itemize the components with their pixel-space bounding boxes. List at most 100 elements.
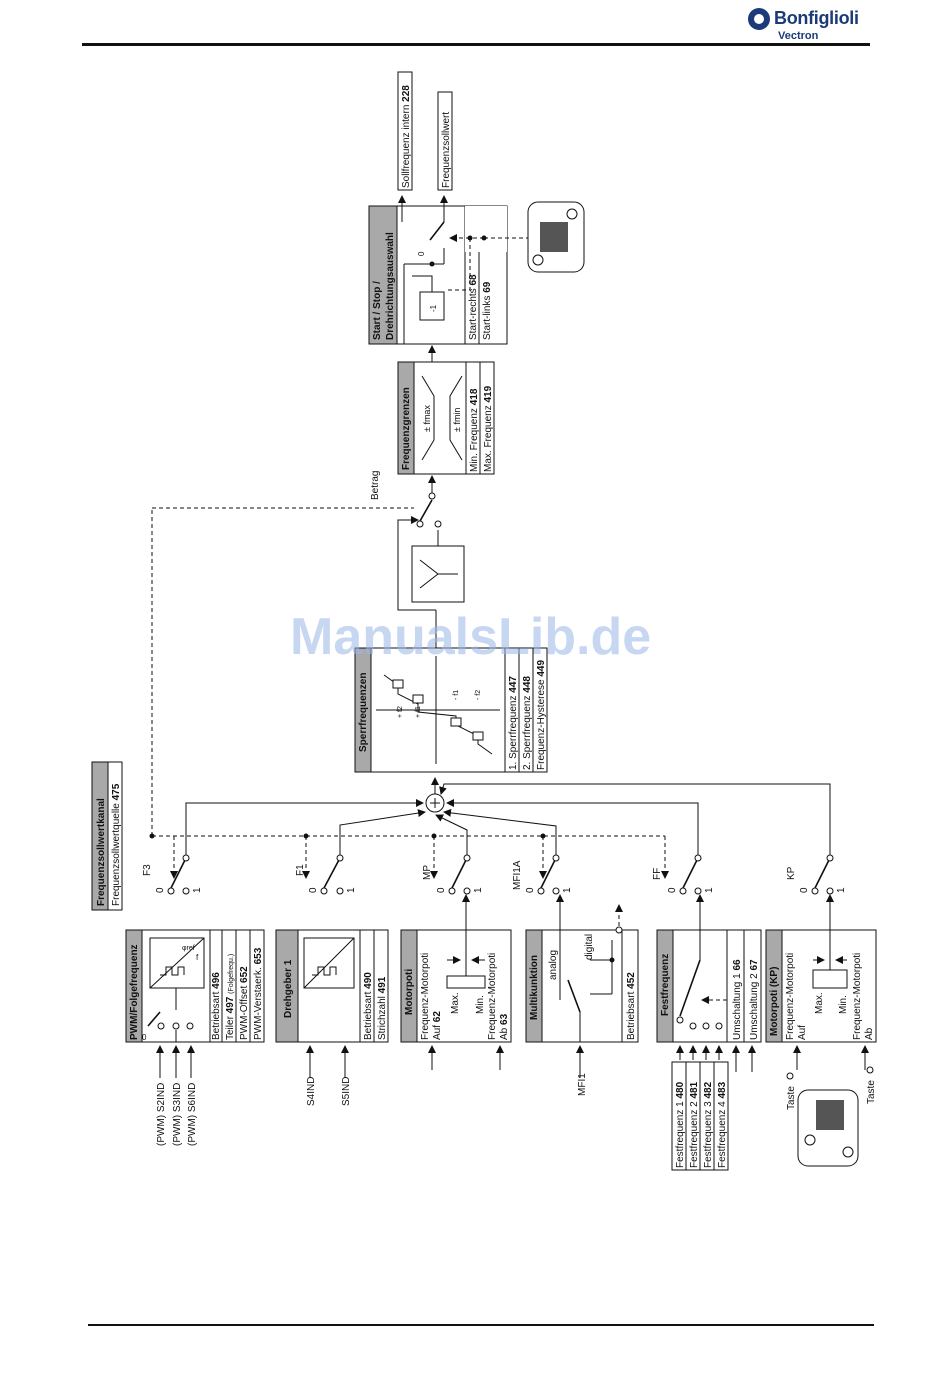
svg-text:Umschaltung 2 67: Umschaltung 2 67	[749, 959, 760, 1040]
svg-text:Max. Frequenz 419: Max. Frequenz 419	[483, 385, 494, 472]
startstop-title-2: Drehrichtungsauswahl	[385, 232, 396, 340]
output-box-2	[437, 91, 453, 191]
svg-text:Sollfrequenz intern 228: Sollfrequenz intern 228	[401, 85, 412, 188]
svg-text:Frequenz-Hysterese 449: Frequenz-Hysterese 449	[536, 660, 547, 770]
svg-text:Frequenz-Motorpoti: Frequenz-Motorpoti	[852, 953, 863, 1040]
svg-text:Frequenz-Motorpoti: Frequenz-Motorpoti	[487, 953, 498, 1040]
motorpoti-title: Motorpoti	[404, 969, 415, 1015]
svg-text:KP: KP	[786, 866, 797, 880]
svg-text:Betriebsart 490: Betriebsart 490	[363, 972, 374, 1040]
output-box-1	[397, 71, 413, 191]
svg-text:Min. Frequenz 418: Min. Frequenz 418	[469, 388, 480, 472]
encoder-input-1: S4IND	[306, 1077, 317, 1106]
svg-text:Frequenzsollwertquelle 475: Frequenzsollwertquelle 475	[111, 783, 122, 906]
svg-text:- f2: - f2	[475, 690, 482, 700]
kp-title: Motorpoti (KP)	[769, 967, 780, 1036]
limits-title: Frequenzgrenzen	[401, 387, 412, 470]
pwm-input-2: (PWM) S3IND	[172, 1083, 183, 1146]
logo-mark-icon	[748, 8, 770, 30]
svg-text:Max.: Max.	[814, 992, 825, 1014]
svg-text:F1: F1	[295, 864, 306, 876]
svg-text:Strichzahl 491: Strichzahl 491	[377, 976, 388, 1040]
logo-sub: Vectron	[778, 30, 819, 42]
svg-text:± fmax: ± fmax	[422, 405, 432, 432]
svg-text:PWM-Verstaerk. 653: PWM-Verstaerk. 653	[253, 947, 264, 1040]
svg-text:± fmin: ± fmin	[452, 408, 462, 432]
svg-text:Festfrequenz 4 483: Festfrequenz 4 483	[717, 1081, 728, 1168]
svg-text:-1: -1	[429, 304, 438, 312]
svg-text:Festfrequenz 1 480: Festfrequenz 1 480	[675, 1081, 686, 1168]
channel-title-block: Frequenzsollwertkanal Frequenzsollwertqu…	[91, 761, 123, 911]
limits-curve-icon: ± fmax ± fmin	[421, 375, 463, 461]
encoder-title: Drehgeber 1	[283, 959, 294, 1018]
encoder-input-2: S5IND	[341, 1077, 352, 1106]
svg-text:Umschaltung 1 66: Umschaltung 1 66	[732, 959, 743, 1040]
svg-text:1. Sperrfrequenz 447: 1. Sperrfrequenz 447	[508, 676, 519, 770]
pwm-input-3: (PWM) S6IND	[187, 1083, 198, 1146]
startstop-logic-icon: -1 0	[398, 195, 530, 344]
pwm-params: Betriebsart 496 Teiler 497 (Folgefrequ.)…	[211, 947, 264, 1040]
svg-text:0: 0	[525, 887, 536, 893]
svg-text:Min.: Min.	[475, 995, 486, 1014]
svg-text:Max.: Max.	[450, 992, 461, 1014]
svg-text:Festfrequenz 2 481: Festfrequenz 2 481	[689, 1081, 700, 1168]
kp-key-up: Taste	[786, 1086, 797, 1110]
svg-text:Frequenz-Motorpoti: Frequenz-Motorpoti	[420, 953, 431, 1040]
svg-text:Frequenzsollwert: Frequenzsollwert	[441, 112, 452, 188]
svg-text:+ f2: + f2	[397, 706, 404, 718]
svg-text:1: 1	[704, 887, 715, 893]
svg-text:Auf 62: Auf 62	[432, 1011, 443, 1040]
svg-text:1: 1	[562, 887, 573, 893]
svg-text:1: 1	[473, 887, 484, 893]
startstop-title-1: Start / Stop /	[372, 281, 383, 340]
svg-text:Min.: Min.	[838, 995, 849, 1014]
svg-text:Frequenz-Motorpoti: Frequenz-Motorpoti	[785, 953, 796, 1040]
svg-text:- f1: - f1	[453, 690, 460, 700]
svg-text:2. Sperrfrequenz 448: 2. Sperrfrequenz 448	[522, 676, 533, 770]
pwm-title: PWM/Folgefrequenz	[129, 944, 140, 1040]
svg-text:FF: FF	[652, 868, 663, 880]
svg-text:digital: digital	[584, 934, 595, 960]
svg-text:Ab 63: Ab 63	[499, 1013, 510, 1040]
svg-text:1: 1	[346, 887, 357, 893]
keypad-icon	[797, 1089, 859, 1167]
svg-text:0: 0	[417, 251, 426, 256]
pwm-input-1: (PWM) S2IND	[156, 1083, 167, 1146]
header-rule	[82, 43, 870, 46]
bonfiglioli-logo: Bonfiglioli Vectron	[748, 8, 873, 42]
betrag-label: Betrag	[370, 471, 381, 500]
svg-text:Betriebsart 452: Betriebsart 452	[626, 972, 637, 1040]
svg-text:+ f1: + f1	[415, 706, 422, 718]
multi-input: MFI1	[577, 1073, 588, 1096]
switch-row: F3 0 1 F1 0 1 MP 0 1 MFI1A 0 1 FF	[142, 854, 847, 895]
svg-text:1: 1	[192, 887, 203, 893]
svg-text:0: 0	[667, 887, 678, 893]
footer-rule	[88, 1324, 874, 1326]
kp-key-down: Taste	[866, 1080, 877, 1104]
channel-param: Frequenzsollwertquelle	[111, 803, 122, 906]
watermark: ManualsLib.de	[290, 608, 651, 666]
channel-title: Frequenzsollwertkanal	[96, 798, 107, 906]
channel-num: 475	[111, 783, 122, 800]
svg-text:Festfrequenz 3 482: Festfrequenz 3 482	[703, 1081, 714, 1168]
svg-text:f: f	[196, 953, 199, 962]
svg-text:Ab: Ab	[864, 1027, 875, 1040]
svg-text:Start-rechts 68: Start-rechts 68	[468, 274, 479, 340]
skip-title: Sperrfrequenzen	[358, 673, 369, 752]
svg-text:0: 0	[799, 887, 810, 893]
svg-text:Start-links 69: Start-links 69	[482, 281, 493, 340]
keypad-top-icon	[527, 201, 585, 273]
svg-text:PWM-Offset 652: PWM-Offset 652	[239, 966, 250, 1040]
svg-text:MP: MP	[422, 865, 433, 880]
svg-text:Betriebsart 496: Betriebsart 496	[211, 972, 222, 1040]
svg-text:Teiler 497 (Folgefrequ.): Teiler 497 (Folgefrequ.)	[225, 954, 236, 1040]
svg-text:analog: analog	[548, 950, 559, 980]
svg-text:0: 0	[308, 887, 319, 893]
svg-text:0: 0	[155, 887, 166, 893]
svg-text:0: 0	[142, 1033, 147, 1042]
svg-text:1: 1	[836, 887, 847, 893]
svg-text:0: 0	[436, 887, 447, 893]
skip-curve-icon: + f2 + f1 - f1 - f2	[376, 656, 500, 764]
